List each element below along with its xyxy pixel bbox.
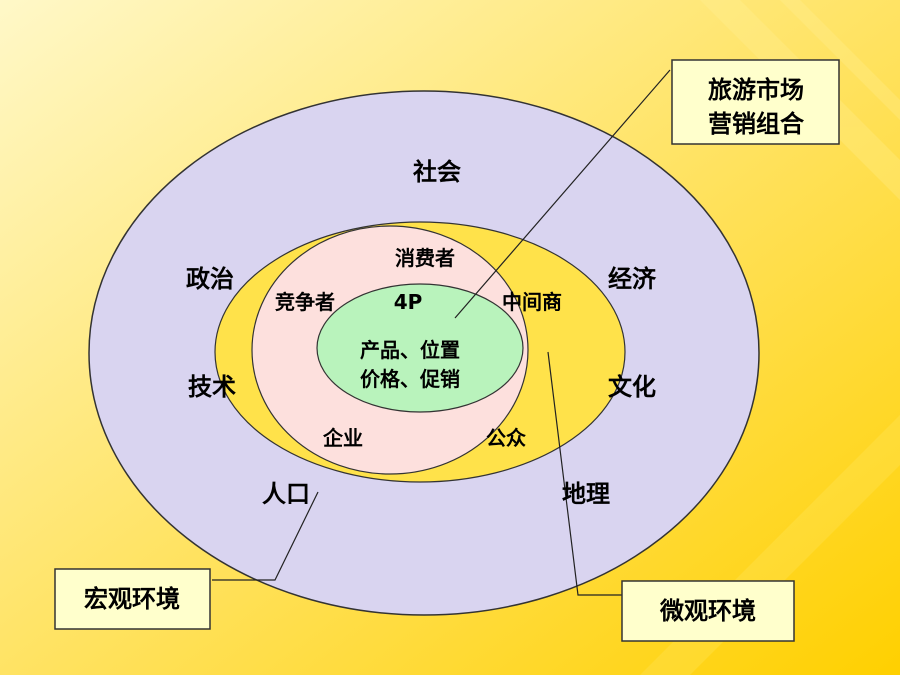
marketing-mix-core [316, 283, 524, 413]
callout-mix-line2: 营销组合 [708, 110, 805, 138]
micro-label-consumers: 消费者 [395, 246, 455, 270]
macro-label-economy: 经济 [608, 265, 657, 293]
macro-label-technology: 技术 [188, 373, 236, 401]
micro-label-intermediaries: 中间商 [502, 290, 562, 314]
macro-label-population: 人口 [262, 480, 310, 508]
core-line-product-place: 产品、位置 [360, 338, 460, 362]
micro-label-competitors: 竞争者 [275, 290, 335, 314]
core-line-price-promotion: 价格、促销 [360, 367, 460, 391]
callout-macro-environment: 宏观环境 [54, 568, 211, 630]
macro-label-geography: 地理 [562, 480, 610, 508]
micro-label-public: 公众 [486, 426, 526, 450]
callout-micro-environment: 微观环境 [621, 580, 795, 642]
core-title-4p: 4P [394, 290, 423, 314]
callout-marketing-mix: 旅游市场 营销组合 [671, 59, 840, 145]
callout-macro-text: 宏观环境 [84, 585, 180, 613]
macro-leader-line [212, 491, 319, 581]
mix-leader-line [454, 69, 671, 319]
callout-micro-text: 微观环境 [659, 597, 756, 625]
macro-label-society: 社会 [413, 158, 461, 186]
micro-label-enterprise: 企业 [322, 426, 363, 450]
micro-leader-line [547, 351, 622, 596]
macro-label-politics: 政治 [186, 265, 234, 293]
callout-mix-line1: 旅游市场 [708, 76, 804, 104]
macro-label-culture: 文化 [608, 373, 656, 401]
